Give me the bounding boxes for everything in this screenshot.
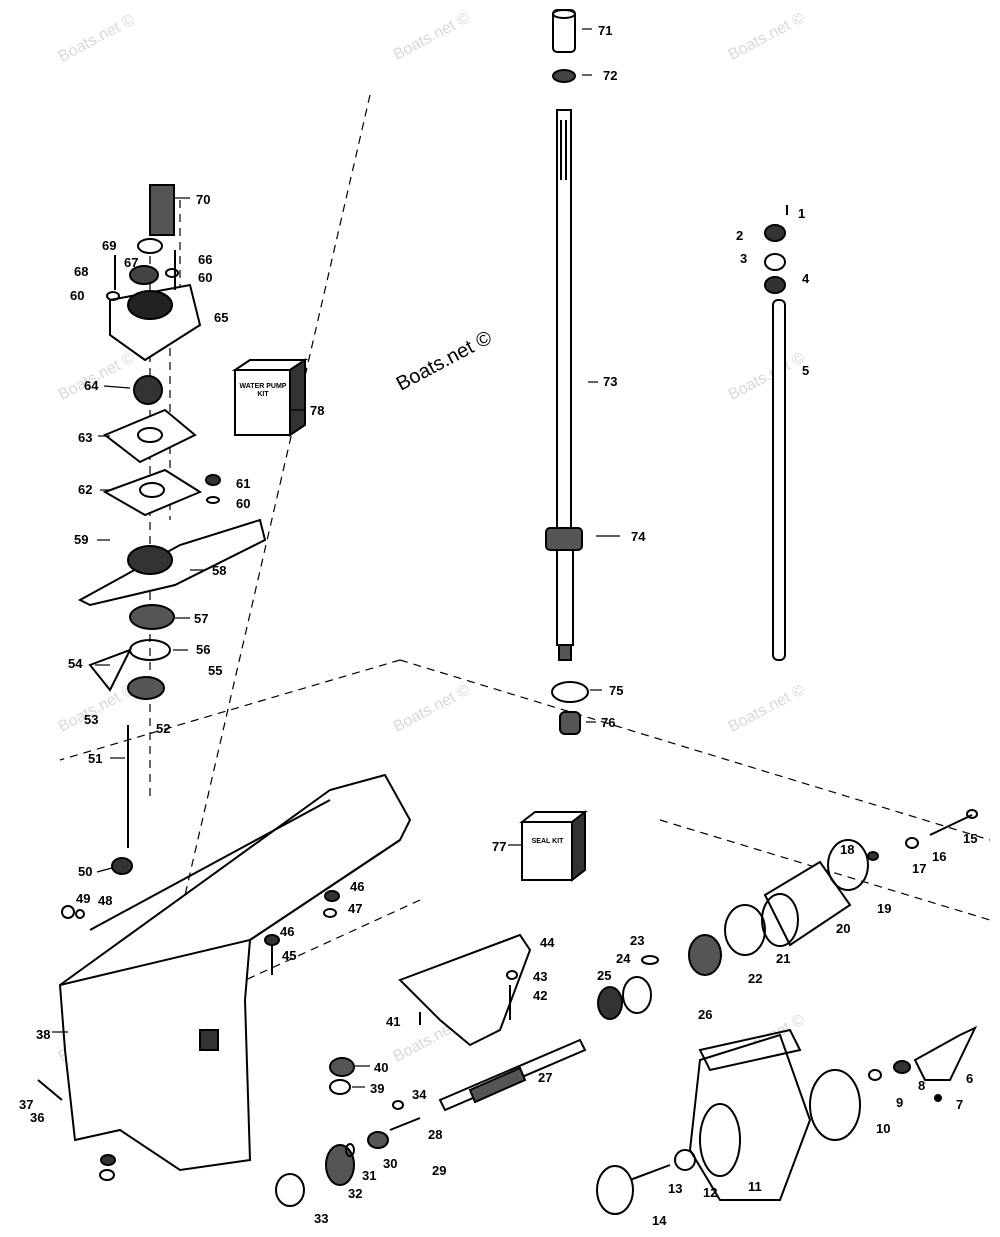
part-callout-c77: 77 xyxy=(492,839,507,854)
part-callout-c17: 17 xyxy=(912,861,927,876)
part-callout-c26: 26 xyxy=(698,1007,713,1022)
part-callout-c55: 55 xyxy=(208,663,223,678)
part-callout-c68: 68 xyxy=(74,264,89,279)
part-callout-c51: 51 xyxy=(88,751,103,766)
part-callout-c38: 38 xyxy=(36,1027,51,1042)
part-callout-c56: 56 xyxy=(196,642,211,657)
part-callout-c46b: 46 xyxy=(280,924,295,939)
part-callout-c31: 31 xyxy=(362,1168,377,1183)
part-callout-c4: 4 xyxy=(802,271,810,286)
part-callout-c60c: 60 xyxy=(236,496,251,511)
part-callout-c54: 54 xyxy=(68,656,83,671)
part-callout-c30: 30 xyxy=(383,1156,398,1171)
part-callout-c61: 61 xyxy=(236,476,251,491)
part-callout-c60a: 60 xyxy=(70,288,85,303)
part-callout-c60b: 60 xyxy=(198,270,213,285)
part-callout-c32: 32 xyxy=(348,1186,363,1201)
part-callout-c73: 73 xyxy=(603,374,618,389)
part-callout-c67: 67 xyxy=(124,255,139,270)
part-callout-c50: 50 xyxy=(78,864,93,879)
part-callout-c33: 33 xyxy=(314,1211,329,1226)
part-callout-c58: 58 xyxy=(212,563,227,578)
part-callout-c71: 71 xyxy=(598,23,613,38)
part-callout-c18: 18 xyxy=(840,842,855,857)
part-callout-c63: 63 xyxy=(78,430,93,445)
part-callout-c36: 36 xyxy=(30,1110,45,1125)
part-callout-c8: 8 xyxy=(918,1078,926,1093)
part-callout-c5: 5 xyxy=(802,363,810,378)
part-callout-c65: 65 xyxy=(214,310,229,325)
part-callout-c74: 74 xyxy=(631,529,646,544)
part-callout-c44: 44 xyxy=(540,935,555,950)
part-callout-c40: 40 xyxy=(374,1060,389,1075)
part-callout-c75: 75 xyxy=(609,683,624,698)
part-callout-c37: 37 xyxy=(19,1097,34,1112)
part-callout-c57: 57 xyxy=(194,611,209,626)
part-callout-c16: 16 xyxy=(932,849,947,864)
part-callout-c42: 42 xyxy=(533,988,548,1003)
part-callout-c34: 34 xyxy=(412,1087,427,1102)
part-callout-c78: 78 xyxy=(310,403,325,418)
part-callout-c69: 69 xyxy=(102,238,117,253)
part-callout-c52: 52 xyxy=(156,721,171,736)
part-callout-c59: 59 xyxy=(74,532,89,547)
part-callout-c39: 39 xyxy=(370,1081,385,1096)
part-callout-c27: 27 xyxy=(538,1070,553,1085)
water-pump-kit-label: WATER PUMP KIT xyxy=(239,383,287,398)
part-callout-c7: 7 xyxy=(956,1097,964,1112)
part-callout-c14: 14 xyxy=(652,1213,667,1228)
part-callout-c22: 22 xyxy=(748,971,763,986)
part-callout-c49: 49 xyxy=(76,891,91,906)
part-callout-c43: 43 xyxy=(533,969,548,984)
part-callout-c66: 66 xyxy=(198,252,213,267)
part-callout-c10: 10 xyxy=(876,1121,891,1136)
part-callout-c11: 11 xyxy=(748,1179,762,1194)
part-callout-c53: 53 xyxy=(84,712,99,727)
part-callout-c19: 19 xyxy=(877,901,892,916)
part-callout-c13: 13 xyxy=(668,1181,683,1196)
part-callout-c62: 62 xyxy=(78,482,93,497)
part-callout-c6: 6 xyxy=(966,1071,974,1086)
part-callout-c9: 9 xyxy=(896,1095,904,1110)
part-callout-c45: 45 xyxy=(282,948,297,963)
part-callout-c72: 72 xyxy=(603,68,618,83)
part-callout-c48: 48 xyxy=(98,893,113,908)
part-callout-c25: 25 xyxy=(597,968,612,983)
part-callout-c23: 23 xyxy=(630,933,645,948)
part-callout-c76: 76 xyxy=(601,715,616,730)
part-callout-c70: 70 xyxy=(196,192,211,207)
part-callout-c28: 28 xyxy=(428,1127,443,1142)
part-callout-c41: 41 xyxy=(386,1014,401,1029)
part-callout-c1: 1 xyxy=(798,206,806,221)
part-callout-c21: 21 xyxy=(776,951,791,966)
part-callout-c24: 24 xyxy=(616,951,631,966)
part-callout-c47: 47 xyxy=(348,901,363,916)
part-callout-c2: 2 xyxy=(736,228,744,243)
part-callout-c20: 20 xyxy=(836,921,851,936)
part-callout-c46a: 46 xyxy=(350,879,365,894)
part-callout-c15: 15 xyxy=(963,831,978,846)
seal-kit-label: SEAL KIT xyxy=(531,838,564,845)
part-callout-c12: 12 xyxy=(703,1185,718,1200)
part-callout-c29: 29 xyxy=(432,1163,447,1178)
part-callout-c64: 64 xyxy=(84,378,99,393)
part-callout-c3: 3 xyxy=(740,251,748,266)
